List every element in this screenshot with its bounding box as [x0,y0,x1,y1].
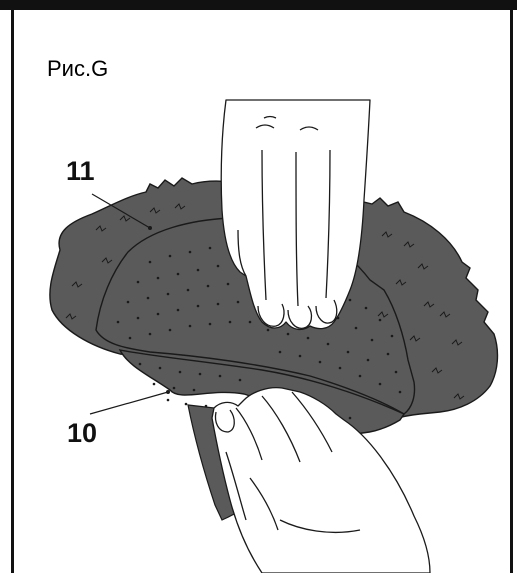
callout-10-dot [166,390,170,394]
callout-label-11: 11 [66,158,95,185]
figure-caption: Рис.G [47,58,108,80]
callout-label-10: 10 [67,420,97,447]
callout-10-leader [90,392,168,414]
callout-11-dot [148,226,152,230]
